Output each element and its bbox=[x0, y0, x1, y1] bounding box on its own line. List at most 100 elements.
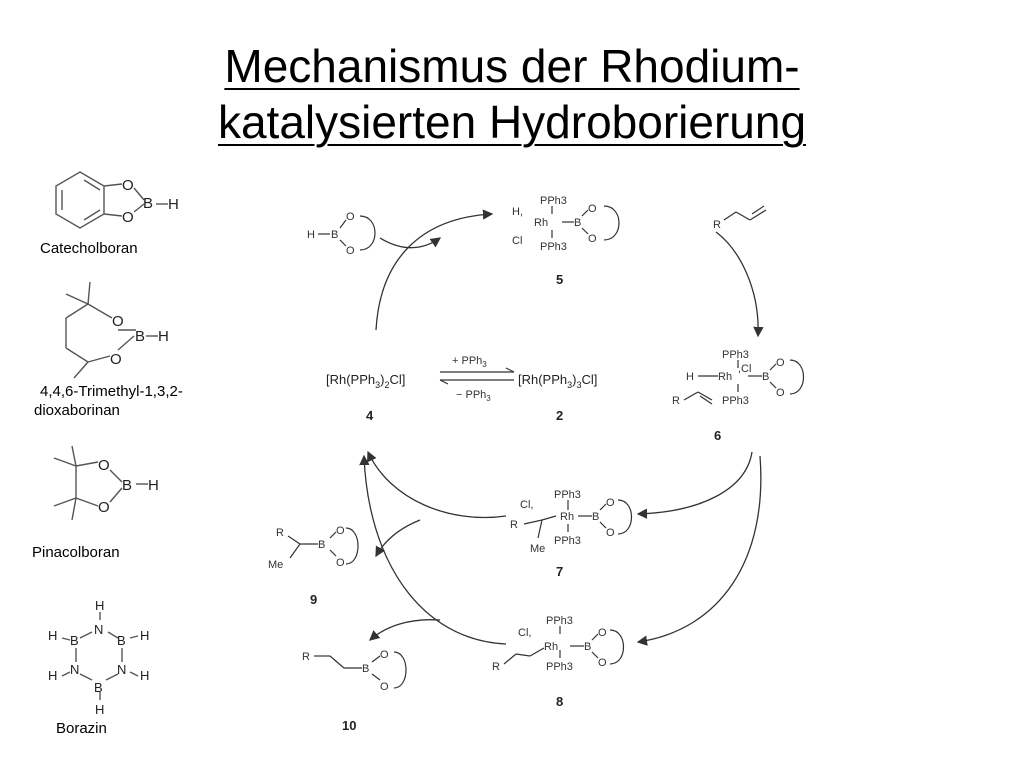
atom-h: H bbox=[148, 477, 159, 494]
arrow-release-10 bbox=[369, 619, 441, 641]
atom-o: O bbox=[112, 313, 124, 330]
atom-b: B bbox=[117, 633, 126, 648]
pinacolboran-structure bbox=[53, 445, 148, 521]
atom-o: O bbox=[380, 681, 389, 693]
atom-b: B bbox=[331, 229, 338, 241]
atom-o: O bbox=[598, 657, 607, 669]
arrow-8-to-4 bbox=[359, 454, 507, 645]
atom-b: B bbox=[584, 641, 591, 653]
atom-r: R bbox=[510, 519, 518, 531]
atom-o: O bbox=[122, 177, 134, 194]
atom-o: O bbox=[346, 211, 355, 223]
atom-o: O bbox=[606, 497, 615, 509]
atom-r: R bbox=[276, 527, 284, 539]
atom-r: R bbox=[713, 219, 721, 231]
atom-h: H bbox=[158, 328, 169, 345]
title-line-2: katalysierten Hydroborierung bbox=[217, 96, 807, 148]
complex-8 bbox=[503, 626, 624, 665]
atom-h: H bbox=[140, 668, 149, 683]
atom-rh: Rh bbox=[534, 217, 548, 229]
atom-o: O bbox=[122, 209, 134, 226]
atom-h: H bbox=[140, 628, 149, 643]
atom-h: H bbox=[48, 628, 57, 643]
atom-o: O bbox=[346, 245, 355, 257]
label-trimethyl-line1: 4,4,6-Trimethyl-1,3,2- bbox=[40, 383, 183, 400]
arrow-6-to-7 bbox=[636, 451, 753, 519]
arrow-6-to-8 bbox=[636, 455, 762, 646]
atom-me: Me bbox=[268, 559, 283, 571]
hbcat-reagent bbox=[318, 215, 376, 251]
compound-number-4: 4 bbox=[366, 408, 374, 423]
atom-me: Me bbox=[530, 543, 545, 555]
compound-number-9: 9 bbox=[310, 592, 317, 607]
atom-cl: Cl, bbox=[520, 499, 533, 511]
atom-h: H bbox=[168, 196, 179, 213]
atom-b: B bbox=[94, 680, 103, 695]
atom-rh: Rh bbox=[560, 511, 574, 523]
product-10 bbox=[314, 651, 407, 689]
arrow-4-to-5 bbox=[375, 209, 494, 331]
atom-o: O bbox=[336, 557, 345, 569]
atom-b: B bbox=[318, 539, 325, 551]
atom-o: O bbox=[776, 387, 785, 399]
ligand-pph3: PPh3 bbox=[722, 395, 749, 407]
atom-cl: ,Cl bbox=[738, 363, 751, 375]
label-borazin: Borazin bbox=[56, 720, 107, 737]
atom-b: B bbox=[362, 663, 369, 675]
ligand-pph3: PPh3 bbox=[540, 241, 567, 253]
atom-h: H bbox=[307, 229, 315, 241]
compound-number-8: 8 bbox=[556, 694, 563, 709]
label-plus-pph3: + PPh3 bbox=[452, 355, 487, 369]
compound-number-2: 2 bbox=[556, 408, 563, 423]
atom-b: B bbox=[122, 477, 132, 494]
atom-cl: Cl, bbox=[518, 627, 531, 639]
atom-o: O bbox=[588, 203, 597, 215]
atom-o: O bbox=[598, 627, 607, 639]
ligand-pph3: PPh3 bbox=[540, 195, 567, 207]
compound-number-5: 5 bbox=[556, 272, 563, 287]
page-title: Mechanismus der Rhodium- katalysierten H… bbox=[0, 38, 1024, 150]
atom-b: B bbox=[70, 633, 79, 648]
atom-o: O bbox=[588, 233, 597, 245]
complex-4-formula: [Rh(PPh3)2Cl] bbox=[326, 372, 405, 390]
complex-7 bbox=[523, 499, 632, 539]
ligand-pph3: PPh3 bbox=[554, 489, 581, 501]
atom-r: R bbox=[672, 395, 680, 407]
atom-o: O bbox=[776, 357, 785, 369]
complex-6 bbox=[683, 359, 804, 405]
atom-o: O bbox=[98, 499, 110, 516]
arrow-release-9 bbox=[375, 519, 421, 558]
atom-b: B bbox=[135, 328, 145, 345]
atom-b: B bbox=[592, 511, 599, 523]
label-catecholboran: Catecholboran bbox=[40, 240, 138, 257]
atom-n: N bbox=[94, 622, 103, 637]
atom-n: N bbox=[117, 662, 126, 677]
complex-5 bbox=[551, 205, 620, 241]
compound-number-10: 10 bbox=[342, 718, 356, 733]
arrow-alkene-in bbox=[715, 231, 764, 338]
label-trimethyl-line2: dioxaborinan bbox=[34, 402, 120, 419]
arrow-hbcat-in bbox=[379, 237, 442, 249]
cycle-arrows bbox=[359, 209, 764, 646]
label-pinacolboran: Pinacolboran bbox=[32, 544, 120, 561]
atom-o: O bbox=[606, 527, 615, 539]
atom-h: H bbox=[48, 668, 57, 683]
compound-number-6: 6 bbox=[714, 428, 721, 443]
ligand-pph3: PPh3 bbox=[722, 349, 749, 361]
ligand-pph3: PPh3 bbox=[546, 615, 573, 627]
borazin-structure bbox=[61, 612, 139, 700]
atom-n: N bbox=[70, 662, 79, 677]
atom-b: B bbox=[574, 217, 581, 229]
catecholboran-structure bbox=[55, 171, 168, 229]
dioxaborinan-structure bbox=[65, 281, 158, 379]
atom-o: O bbox=[110, 351, 122, 368]
ligand-pph3: PPh3 bbox=[554, 535, 581, 547]
arrow-7-to-4 bbox=[367, 450, 507, 519]
atom-o: O bbox=[98, 457, 110, 474]
complex-2-formula: [Rh(PPh3)3Cl] bbox=[518, 372, 597, 390]
atom-o: O bbox=[336, 525, 345, 537]
alkene-reagent bbox=[723, 205, 767, 221]
atom-h: H bbox=[95, 702, 104, 717]
title-line-1: Mechanismus der Rhodium- bbox=[224, 40, 800, 92]
atom-rh: Rh bbox=[544, 641, 558, 653]
